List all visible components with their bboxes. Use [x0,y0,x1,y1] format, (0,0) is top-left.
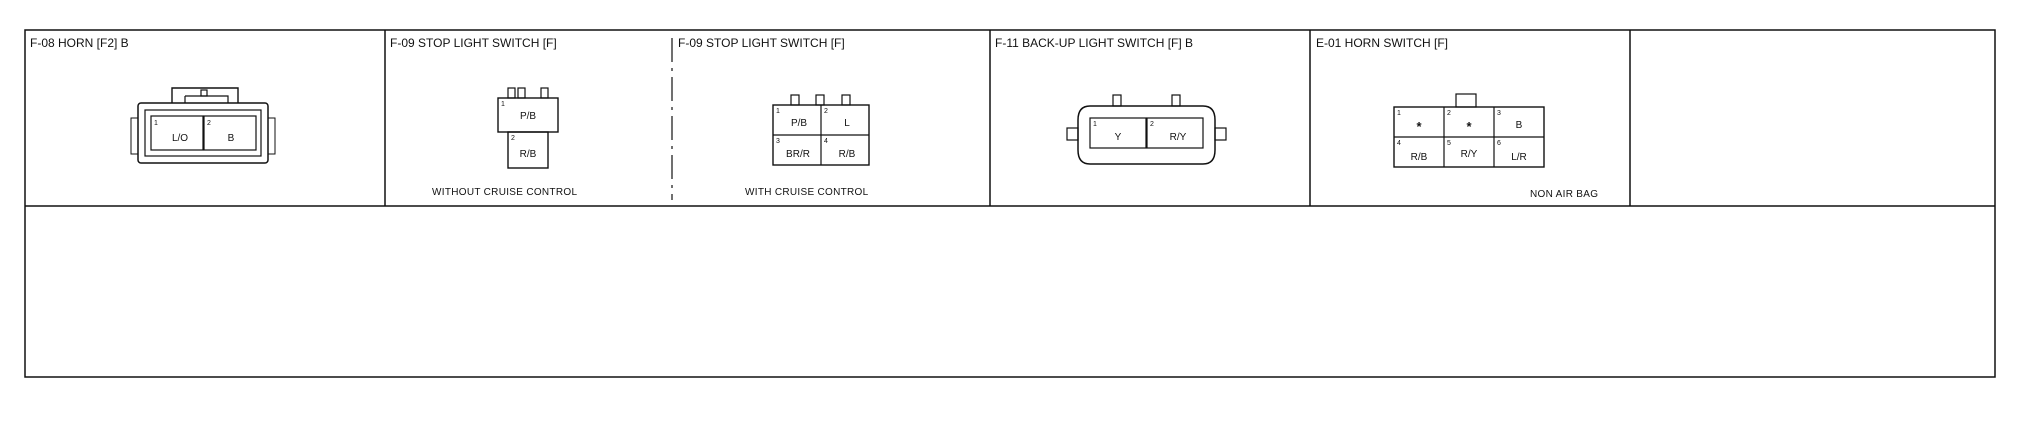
f09b-pin-1-number: 1 [776,108,780,115]
e01-pin-2-label: * [1466,119,1472,134]
e01-pin-3-number: 3 [1497,110,1501,117]
f09a-pin-1-number: 1 [501,101,505,108]
f11-title: F-11 BACK-UP LIGHT SWITCH [F] B [995,36,1193,50]
f08-pin-2-label: B [228,133,235,144]
e01-pin-5-label: R/Y [1461,149,1478,160]
f11-pin-1-number: 1 [1093,121,1097,128]
e01-pin-4-label: R/B [1411,152,1428,163]
diagram-frame [24,29,1996,378]
e01-pin-6-label: L/R [1511,152,1527,163]
f08-pin-2-number: 2 [207,120,211,127]
e01-pin-2-number: 2 [1447,110,1451,117]
f09a-connector [497,87,559,169]
f11-pin-1 [1089,117,1147,149]
f09a-pin-1-label: P/B [520,111,536,122]
e01-pin-1-label: * [1416,119,1422,134]
f08-title: F-08 HORN [F2] B [30,36,129,50]
f08-pin-2 [203,115,257,151]
f09b-pin-2-label: L [844,118,850,129]
f09b-note: WITH CRUISE CONTROL [745,187,869,198]
f08-pin-1 [150,115,204,151]
f09b-pin-4-label: R/B [839,149,856,160]
e01-title: E-01 HORN SWITCH [F] [1316,36,1448,50]
f11-pin-2-label: R/Y [1170,132,1187,143]
e01-note: NON AIR BAG [1530,189,1598,200]
e01-pin-6-number: 6 [1497,140,1501,147]
f11-connector [1066,94,1227,165]
f09a-pin-2-number: 2 [511,135,515,142]
f09b-connector [772,94,870,166]
e01-pin-1-number: 1 [1397,110,1401,117]
e01-connector [1393,93,1545,168]
e01-pin-4-number: 4 [1397,140,1401,147]
e01-pin-3-label: B [1516,120,1523,131]
f09a-pin-2 [507,131,549,169]
f11-pin-1-label: Y [1115,132,1122,143]
f09b-pin-2-number: 2 [824,108,828,115]
f09b-title: F-09 STOP LIGHT SWITCH [F] [678,36,845,50]
f09a-title: F-09 STOP LIGHT SWITCH [F] [390,36,557,50]
f09b-pin-3-number: 3 [776,138,780,145]
f08-pin-1-number: 1 [154,120,158,127]
e01-pin-5-number: 5 [1447,140,1451,147]
f09a-note: WITHOUT CRUISE CONTROL [432,187,577,198]
f09b-pin-3-label: BR/R [786,149,810,160]
f08-connector [130,87,276,164]
f08-pin-1-label: L/O [172,133,188,144]
f11-pin-2 [1146,117,1204,149]
f09b-pin-4-number: 4 [824,138,828,145]
f09a-pin-2-label: R/B [520,149,537,160]
f11-pin-2-number: 2 [1150,121,1154,128]
f09b-pin-1-label: P/B [791,118,807,129]
